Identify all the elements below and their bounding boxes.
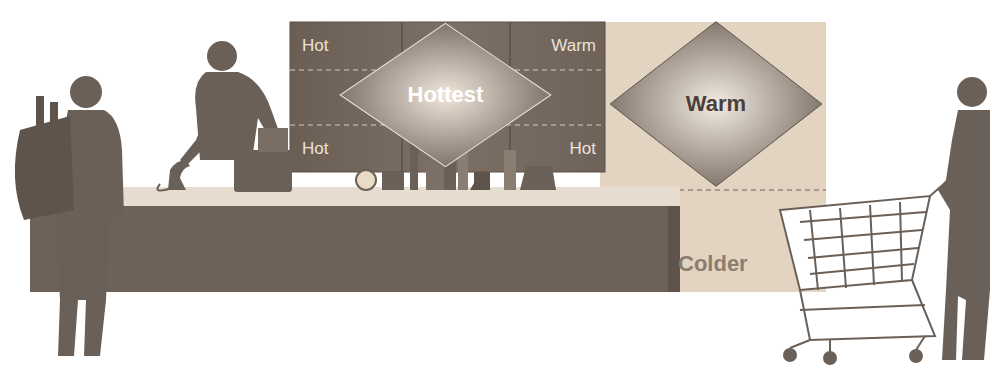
cash-register xyxy=(157,128,292,192)
zone-band: Colder xyxy=(652,191,826,291)
decision-diamond: Warm xyxy=(608,20,824,188)
heat-zone: Warm xyxy=(511,23,604,69)
zone-label: Hot xyxy=(302,139,328,159)
customer-silhouette xyxy=(15,76,124,356)
zone-label: Warm xyxy=(551,36,596,56)
customer-silhouette xyxy=(938,77,990,360)
heat-zone: Hot xyxy=(511,126,604,171)
zone-label: Hot xyxy=(302,36,328,56)
zone-label: Colder xyxy=(678,251,748,277)
zone-label: Hot xyxy=(570,139,596,159)
zone-label: Hottest xyxy=(408,82,484,108)
counter-top xyxy=(30,187,680,206)
heat-zone: Hot xyxy=(291,23,401,69)
zone-label: Warm xyxy=(686,91,746,117)
counter-front xyxy=(30,206,670,292)
shopping-cart xyxy=(780,182,946,364)
decision-diamond: Hottest xyxy=(338,22,553,168)
counter-side xyxy=(668,206,680,292)
heat-zone: Hot xyxy=(291,126,401,171)
shelf-panel xyxy=(290,22,605,172)
